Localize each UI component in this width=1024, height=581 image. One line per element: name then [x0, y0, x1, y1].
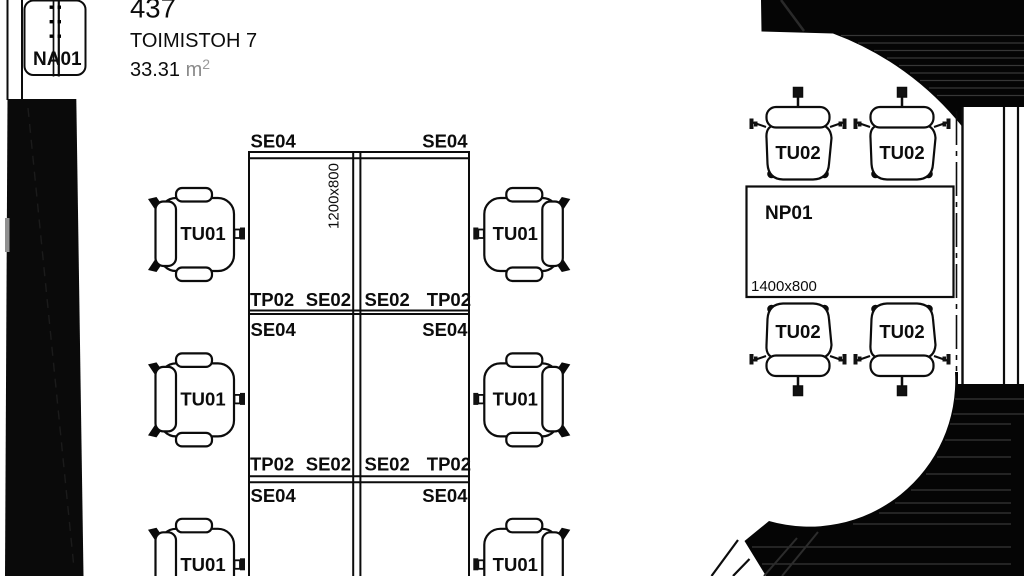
svg-text:SE04: SE04 — [251, 319, 297, 340]
svg-text:33.31 m2: 33.31 m2 — [130, 56, 210, 81]
svg-text:TU01: TU01 — [493, 223, 538, 244]
svg-text:TU01: TU01 — [493, 388, 538, 409]
svg-text:TP02: TP02 — [250, 454, 294, 475]
svg-text:1200x800: 1200x800 — [326, 163, 343, 229]
svg-text:TP02: TP02 — [250, 289, 294, 310]
svg-text:TU01: TU01 — [493, 554, 538, 575]
svg-text:NP01: NP01 — [765, 203, 813, 224]
svg-text:NA01: NA01 — [33, 49, 82, 70]
svg-text:TU01: TU01 — [180, 554, 225, 575]
svg-text:TU02: TU02 — [775, 142, 820, 163]
svg-text:TU02: TU02 — [879, 142, 924, 163]
svg-text:SE04: SE04 — [422, 319, 468, 340]
svg-text:TU02: TU02 — [879, 321, 924, 342]
svg-text:SE02: SE02 — [306, 289, 351, 310]
svg-text:SE04: SE04 — [251, 131, 297, 152]
svg-text:1400x800: 1400x800 — [751, 278, 817, 295]
svg-text:TU01: TU01 — [180, 223, 225, 244]
svg-text:437: 437 — [130, 0, 176, 24]
svg-text:TOIMISTOH 7: TOIMISTOH 7 — [130, 30, 257, 52]
svg-text:SE02: SE02 — [306, 454, 351, 475]
svg-text:TU02: TU02 — [775, 321, 820, 342]
svg-text:SE04: SE04 — [251, 485, 297, 506]
svg-text:SE04: SE04 — [422, 131, 468, 152]
svg-text:SE04: SE04 — [422, 485, 468, 506]
svg-text:TP02: TP02 — [427, 454, 471, 475]
svg-text:TP02: TP02 — [427, 289, 471, 310]
svg-text:SE02: SE02 — [365, 289, 410, 310]
svg-text:SE02: SE02 — [365, 454, 410, 475]
svg-text:TU01: TU01 — [180, 388, 225, 409]
